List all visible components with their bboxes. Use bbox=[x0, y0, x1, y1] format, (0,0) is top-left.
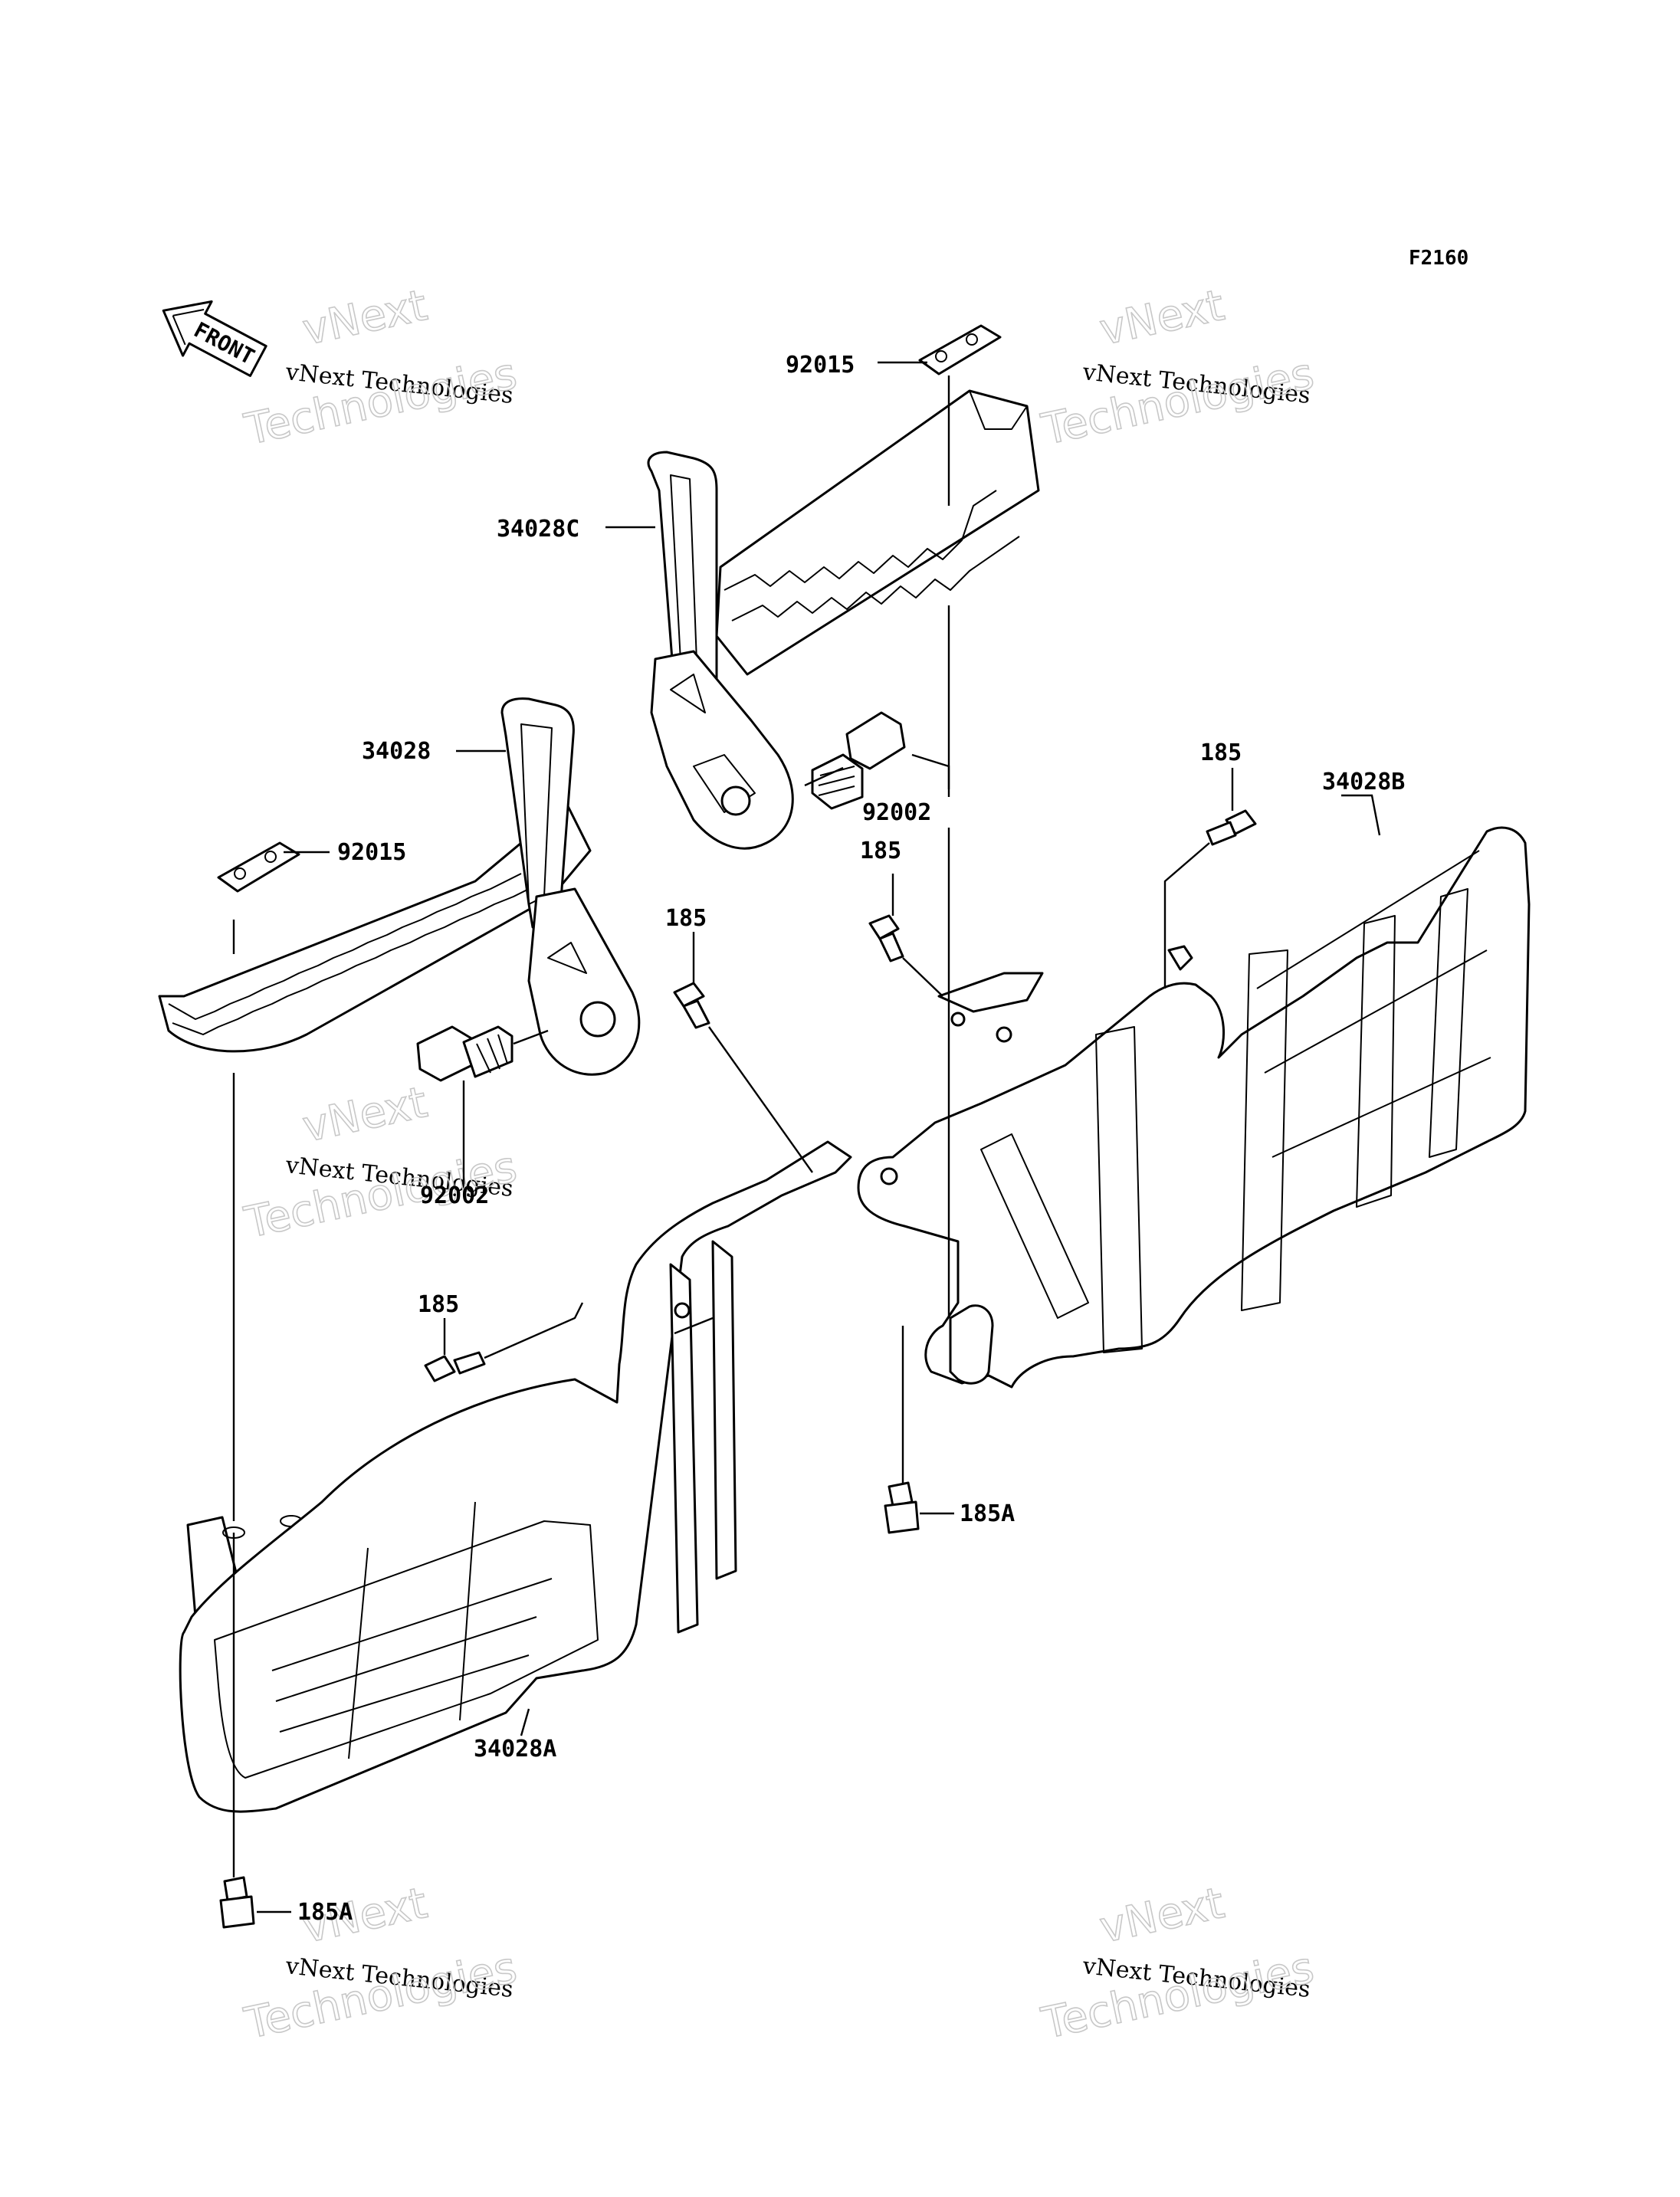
svg-text:Technologies: Technologies bbox=[240, 1943, 520, 2049]
frame-left bbox=[179, 1140, 852, 1813]
footpeg-right bbox=[647, 389, 1040, 850]
watermark-bottom-left: vNext vNext Technologies Technologies bbox=[240, 1877, 522, 2049]
svg-text:vNext: vNext bbox=[1095, 1878, 1229, 1953]
watermark-line1: vNext bbox=[298, 280, 431, 356]
label-92002-left: 92002 bbox=[420, 1182, 489, 1209]
svg-text:Technologies: Technologies bbox=[1037, 349, 1317, 455]
bolt-185-middle bbox=[673, 982, 710, 1029]
watermark-line3: Technologies bbox=[240, 349, 520, 455]
clip-left bbox=[217, 841, 300, 893]
bolt-185-right-small bbox=[868, 914, 904, 962]
label-185-frame-right: 185 bbox=[1200, 739, 1242, 766]
bolt-185a-left bbox=[219, 1876, 255, 1929]
watermark-bottom-right: vNext vNext Technologies Technologies bbox=[1037, 1877, 1319, 2049]
clip-right bbox=[918, 324, 1002, 375]
svg-text:Technologies: Technologies bbox=[1037, 1943, 1317, 2049]
bolt-left-92002 bbox=[416, 1025, 514, 1082]
front-arrow-icon: FRONT bbox=[162, 300, 267, 377]
label-92015-left: 92015 bbox=[337, 839, 406, 866]
bolt-185a-right bbox=[884, 1481, 920, 1534]
svg-text:vNext: vNext bbox=[1095, 280, 1229, 356]
figure-code: F2160 bbox=[1409, 247, 1468, 270]
footpeg-left bbox=[158, 697, 641, 1076]
leader-lines bbox=[232, 361, 1381, 1913]
label-34028a: 34028A bbox=[474, 1736, 556, 1763]
bolt-right-92002 bbox=[811, 711, 906, 810]
bolt-185-frame-right bbox=[1206, 809, 1257, 846]
label-34028: 34028 bbox=[362, 738, 431, 765]
label-185-frame-left: 185 bbox=[418, 1291, 459, 1318]
label-185a-left: 185A bbox=[297, 1899, 353, 1926]
svg-text:vNext: vNext bbox=[298, 1077, 431, 1153]
label-92015-top: 92015 bbox=[786, 352, 855, 379]
label-34028b: 34028B bbox=[1322, 769, 1405, 795]
label-34028c: 34028C bbox=[497, 516, 579, 543]
label-92002-right: 92002 bbox=[862, 799, 931, 826]
bolt-185-frame-left bbox=[424, 1351, 486, 1382]
label-185-middle: 185 bbox=[665, 905, 707, 932]
frame-right bbox=[857, 826, 1531, 1389]
label-185-right-small: 185 bbox=[860, 838, 901, 864]
watermark-top-left: vNext vNext Technologies Technologies bbox=[240, 280, 522, 455]
label-185a-right: 185A bbox=[960, 1500, 1015, 1527]
watermark-mid-left: vNext vNext Technologies Technologies bbox=[240, 1077, 522, 1248]
watermark-top-right: vNext vNext Technologies Technologies bbox=[1037, 280, 1319, 455]
